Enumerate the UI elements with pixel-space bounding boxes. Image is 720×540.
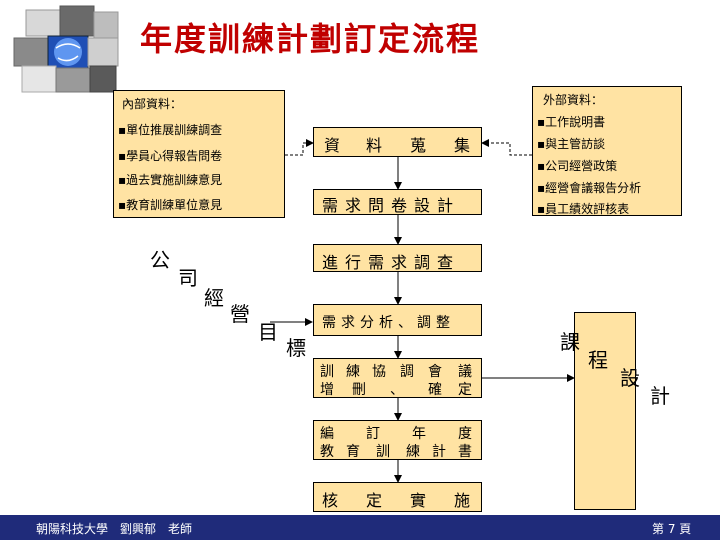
internal-data-item: ▪教育訓練單位意見: [118, 198, 223, 212]
company-goal-char: 經: [204, 286, 224, 310]
external-data-item: ▪工作說明書: [537, 115, 606, 129]
internal-data-panel: 內部資料： ▪單位推展訓練調查 ▪學員心得報告問卷 ▪過去實施訓練意見 ▪教育訓…: [113, 90, 285, 218]
page-title: 年度訓練計劃訂定流程: [140, 20, 481, 58]
globe-cube-logo: [13, 5, 119, 93]
internal-data-item: ▪單位推展訓練調查: [118, 123, 223, 137]
course-design-char: 計: [650, 384, 670, 408]
external-data-item: ▪與主管訪談: [537, 137, 606, 151]
needs-analysis-box: 需求分析、調整: [313, 304, 482, 336]
course-design-char: 程: [588, 348, 608, 372]
internal-data-item: ▪學員心得報告問卷: [118, 149, 223, 163]
needs-survey-box: 進行需求調查: [313, 244, 482, 272]
company-goal-char: 公: [150, 248, 170, 272]
footer-author: 朝陽科技大學 劉興郁 老師: [36, 522, 193, 536]
approval-implementation-box: 核 定 實 施: [313, 482, 482, 512]
external-data-item: ▪員工績效評核表: [537, 202, 630, 216]
external-data-title: 外部資料：: [543, 93, 604, 107]
training-meeting-box: 訓 練 協 調 會 議 增 刪 、 確 定: [313, 358, 482, 398]
internal-data-title: 內部資料：: [122, 97, 183, 111]
footer-bar: 朝陽科技大學 劉興郁 老師 第 7 頁: [0, 515, 720, 540]
internal-data-item: ▪過去實施訓練意見: [118, 173, 223, 187]
company-goal-char: 營: [230, 302, 250, 326]
course-design-char: 課: [560, 330, 580, 354]
annual-plan-box: 編 訂 年 度 教 育 訓 練 計 書: [313, 420, 482, 460]
course-design-char: 設: [620, 366, 640, 390]
company-goal-char: 目: [258, 320, 278, 344]
company-goal-char: 標: [286, 336, 306, 360]
page-number: 第 7 頁: [652, 522, 692, 536]
external-data-item: ▪經營會議報告分析: [537, 181, 642, 195]
course-design-box: [574, 312, 636, 510]
survey-design-box: 需求問卷設計: [313, 189, 482, 215]
external-data-panel: 外部資料： ▪工作說明書 ▪與主管訪談 ▪公司經營政策 ▪經營會議報告分析 ▪員…: [532, 86, 682, 216]
company-goal-char: 司: [178, 266, 198, 290]
external-data-item: ▪公司經營政策: [537, 159, 618, 173]
data-collection-box: 資 料 蒐 集: [313, 127, 482, 157]
